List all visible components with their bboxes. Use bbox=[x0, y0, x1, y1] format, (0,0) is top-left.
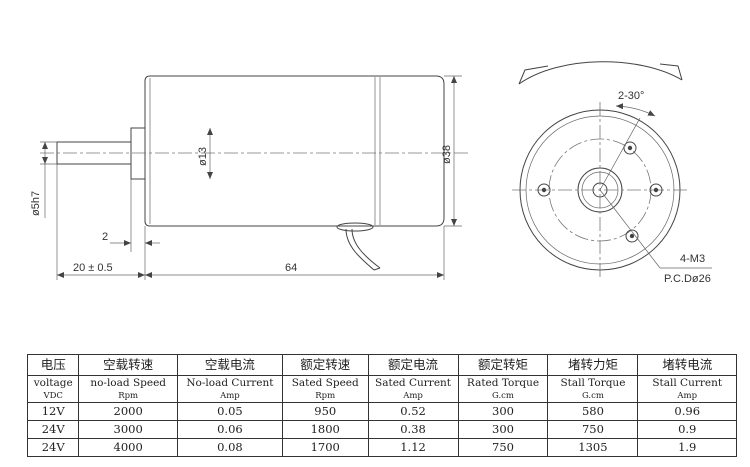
table-row: 24V 3000 0.06 1800 0.38 300 750 0.9 bbox=[26, 420, 737, 439]
boss-diameter-label: ø13 bbox=[197, 147, 209, 166]
unit-label: Rpm bbox=[78, 391, 178, 403]
header-zh: 额定转矩 bbox=[457, 354, 549, 376]
header-row-en: voltage no-load Speed No-load Current Sa… bbox=[26, 375, 737, 391]
table-row: 24V 4000 0.08 1700 1.12 750 1305 1.9 bbox=[26, 438, 737, 457]
table-cell: 950 bbox=[281, 402, 369, 421]
motor-wires bbox=[336, 222, 381, 271]
table-cell: 1.9 bbox=[637, 438, 737, 457]
table-cell: 0.96 bbox=[637, 402, 737, 421]
motor-diameter-label: ø38 bbox=[441, 145, 453, 164]
table-cell: 2000 bbox=[78, 402, 178, 421]
table-cell: 24V bbox=[26, 438, 80, 457]
header-en: Rated Torque bbox=[457, 375, 549, 391]
table-cell: 0.52 bbox=[367, 402, 459, 421]
motor-boss bbox=[130, 127, 146, 180]
table-cell: 1700 bbox=[281, 438, 369, 457]
header-zh: 堵转力矩 bbox=[547, 354, 639, 376]
table-cell: 750 bbox=[457, 438, 549, 457]
header-zh: 空载转速 bbox=[78, 354, 178, 376]
table-cell: 4000 bbox=[78, 438, 178, 457]
header-zh: 空载电流 bbox=[176, 354, 283, 376]
table-cell: 300 bbox=[457, 420, 549, 439]
motor-body bbox=[144, 75, 445, 227]
header-zh: 额定电流 bbox=[367, 354, 459, 376]
header-en: Stall Current bbox=[637, 375, 737, 391]
table-cell: 0.08 bbox=[176, 438, 283, 457]
shaft-length-label: 20 ± 0.5 bbox=[73, 262, 113, 274]
header-zh: 电压 bbox=[26, 354, 80, 376]
pcd-label: P.C.Dø26 bbox=[664, 273, 711, 285]
unit-label: Rpm bbox=[281, 391, 369, 403]
table-cell: 0.9 bbox=[637, 420, 737, 439]
holes-label: 4-M3 bbox=[680, 253, 705, 265]
header-row-zh: 电压 空载转速 空载电流 额定转速 额定电流 额定转矩 堵转力矩 堵转电流 bbox=[26, 354, 737, 376]
shaft-diameter-label: ø5h7 bbox=[30, 191, 42, 216]
table-cell: 0.05 bbox=[176, 402, 283, 421]
header-row-units: VDC Rpm Amp Rpm Amp G.cm G.cm Amp bbox=[26, 391, 737, 403]
header-en: voltage bbox=[26, 375, 80, 391]
table-cell: 1.12 bbox=[367, 438, 459, 457]
unit-label: G.cm bbox=[547, 391, 639, 403]
table-cell: 1800 bbox=[281, 420, 369, 439]
mounting-bracket bbox=[518, 61, 683, 85]
unit-label: Amp bbox=[637, 391, 737, 403]
motor-drawing: ø5h7 ø13 ø38 2 20 ± 0.5 64 bbox=[30, 61, 712, 285]
front-view: 2-30° 4-M3 P.C.Dø26 bbox=[512, 61, 712, 285]
unit-label: Amp bbox=[367, 391, 459, 403]
header-en: Stall Torque bbox=[547, 375, 639, 391]
unit-label: VDC bbox=[26, 391, 80, 403]
unit-label: Amp bbox=[176, 391, 283, 403]
table-row: 12V 2000 0.05 950 0.52 300 580 0.96 bbox=[26, 402, 737, 421]
header-en: no-load Speed bbox=[78, 375, 178, 391]
unit-label: G.cm bbox=[457, 391, 549, 403]
angle-label: 2-30° bbox=[618, 90, 644, 102]
body-length-label: 64 bbox=[285, 262, 297, 274]
table-cell: 1305 bbox=[547, 438, 639, 457]
header-en: No-load Current bbox=[176, 375, 283, 391]
header-en: Sated Speed bbox=[281, 375, 369, 391]
header-zh: 堵转电流 bbox=[637, 354, 737, 376]
pcd-circle bbox=[548, 138, 652, 242]
table-cell: 24V bbox=[26, 420, 80, 439]
table-cell: 580 bbox=[547, 402, 639, 421]
table-cell: 0.38 bbox=[367, 420, 459, 439]
table-cell: 12V bbox=[26, 402, 80, 421]
mounting-holes bbox=[537, 141, 663, 243]
side-view: ø5h7 ø13 ø38 2 20 ± 0.5 64 bbox=[30, 75, 470, 280]
table-cell: 3000 bbox=[78, 420, 178, 439]
boss-length-label: 2 bbox=[102, 231, 108, 243]
specs-table: 电压 空载转速 空载电流 额定转速 额定电流 额定转矩 堵转力矩 堵转电流 vo… bbox=[26, 354, 737, 457]
header-en: Sated Current bbox=[367, 375, 459, 391]
header-zh: 额定转速 bbox=[281, 354, 369, 376]
table-cell: 0.06 bbox=[176, 420, 283, 439]
table-cell: 750 bbox=[547, 420, 639, 439]
table-cell: 300 bbox=[457, 402, 549, 421]
